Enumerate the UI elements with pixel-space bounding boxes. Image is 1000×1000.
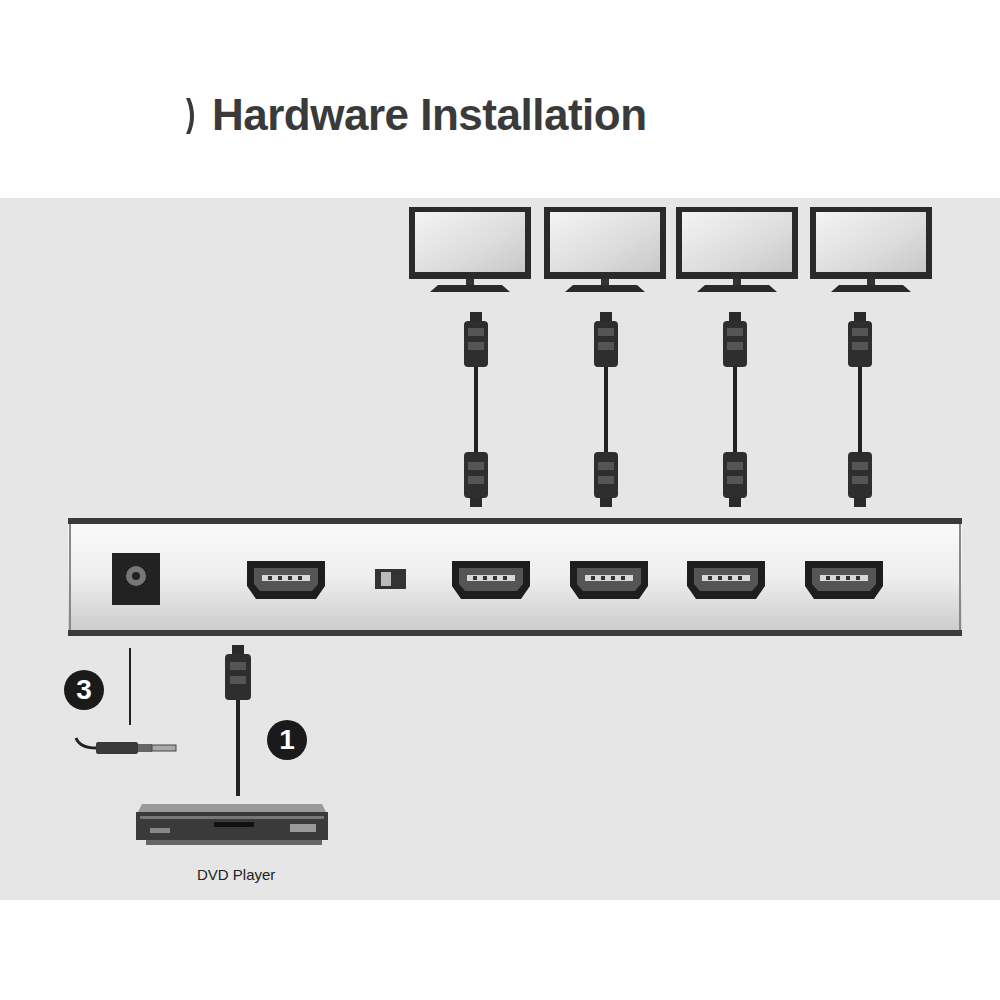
- callout-number: 1: [267, 720, 307, 760]
- page-title: Hardware Installation: [212, 90, 647, 140]
- callout-number: 3: [64, 670, 104, 710]
- device-label: DVD Player: [197, 866, 275, 883]
